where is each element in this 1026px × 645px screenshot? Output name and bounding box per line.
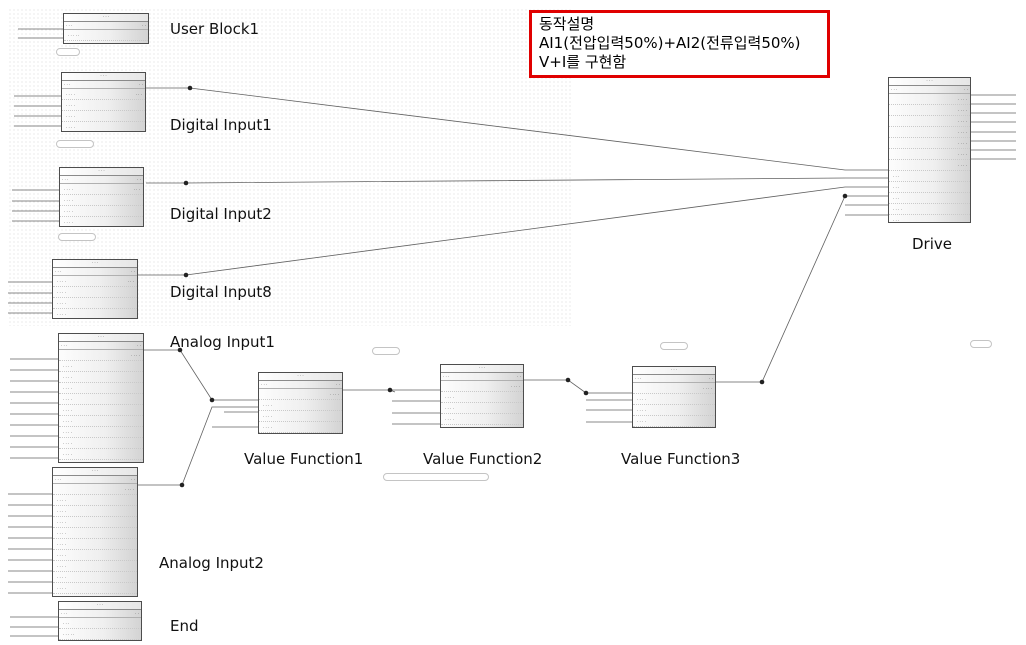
digital-input8-node[interactable]: · · · · · ·· · · · · ·· · · · · · · · · …	[52, 259, 138, 319]
wire-ai2-vf1	[138, 406, 258, 486]
wire-vf3-drive	[716, 195, 846, 383]
label-digital-input2: Digital Input2	[170, 205, 272, 223]
value-function3-node[interactable]: · · · · · ·· · · · · · · · · · · · · · ·…	[632, 366, 716, 428]
user-block1-node[interactable]: · · · · · ·· · · · · · · · · · · · · ·	[63, 13, 149, 44]
note-line2: V+I를 구현함	[539, 53, 627, 71]
wire-di8-drive	[138, 186, 846, 276]
label-digital-input1: Digital Input1	[170, 116, 272, 134]
label-analog-input2: Analog Input2	[159, 554, 264, 572]
label-digital-input8: Digital Input8	[170, 283, 272, 301]
digital-input2-node[interactable]: · · · · · ·· · · · · ·· · · · · · · · · …	[59, 167, 144, 227]
label-drive: Drive	[912, 235, 952, 253]
digital-input1-node[interactable]: · · · · · ·· · · · · ·· · · · · · · · · …	[61, 72, 146, 132]
note-line1: AI1(전압입력50%)+AI2(전류입력50%)	[539, 34, 801, 52]
canvas-tag-center	[372, 347, 400, 355]
value-function2-node[interactable]: · · · · · ·· · · · · · · · · · · · · · ·…	[440, 364, 524, 428]
label-value-function1: Value Function1	[244, 450, 364, 468]
value-function1-node[interactable]: · · · · · ·· · · · · · · · · · · · · · ·…	[258, 372, 343, 434]
note-title: 동작설명	[539, 15, 595, 33]
wire-ai1-vf1	[144, 349, 258, 401]
digital-input2-tag	[58, 233, 96, 241]
label-end: End	[170, 617, 199, 635]
canvas-tag-right2	[970, 340, 992, 348]
label-analog-input1: Analog Input1	[170, 333, 275, 351]
wire-di2-drive	[146, 177, 846, 184]
description-note: 동작설명 AI1(전압입력50%)+AI2(전류입력50%) V+I를 구현함	[529, 10, 830, 78]
analog-input1-node[interactable]: · · · · · ·· · · · · · · · · · · · · · ·…	[58, 333, 144, 463]
label-value-function3: Value Function3	[621, 450, 741, 468]
canvas-tag-right1	[660, 342, 688, 350]
drive-node[interactable]: · · · · · ·· · · · · · · · · · · · · · ·…	[888, 77, 971, 223]
end-node[interactable]: · · · · · ·· · · · · · · · · ·	[58, 601, 142, 641]
user-block1-tag	[56, 48, 80, 56]
wire-vf2-vf3	[524, 379, 632, 394]
analog-input2-node[interactable]: · · · · · ·· · · · · · · · · · · · · · ·…	[52, 467, 138, 597]
digital-input1-tag	[56, 140, 94, 148]
label-value-function2: Value Function2	[423, 450, 543, 468]
canvas-tag-bottom	[383, 473, 489, 481]
label-user-block1: User Block1	[170, 20, 260, 38]
